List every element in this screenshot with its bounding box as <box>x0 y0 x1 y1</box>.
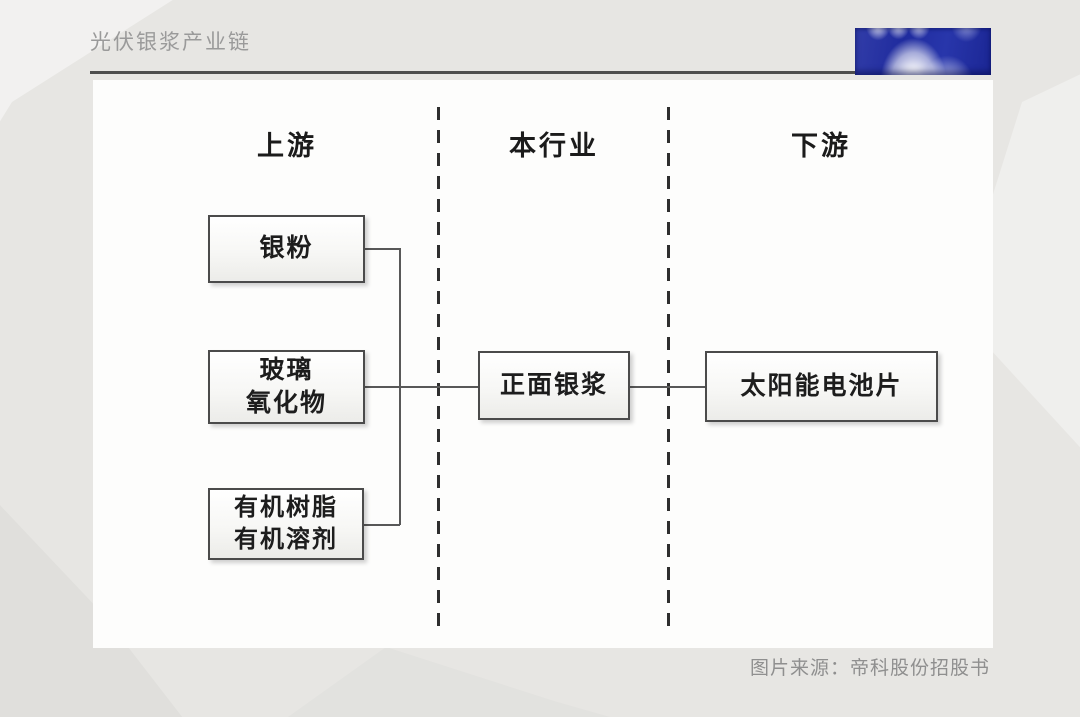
column-header-downstream: 下游 <box>791 131 851 161</box>
node-label: 正面银浆 <box>499 370 608 399</box>
connector-silver-powder <box>365 248 400 250</box>
column-header-upstream: 上游 <box>257 131 317 161</box>
connector-glass-oxide <box>365 386 479 388</box>
connector-organic <box>364 524 400 526</box>
connector-paste-to-cell <box>630 386 705 388</box>
node-glass-oxide: 玻璃 氧化物 <box>208 350 365 424</box>
connector-vertical-bus <box>399 248 401 525</box>
node-label: 玻璃 氧化物 <box>245 355 327 418</box>
column-header-industry: 本行业 <box>509 131 599 161</box>
node-organic-resin-solvent: 有机树脂 有机溶剂 <box>208 488 364 560</box>
column-divider-industry-downstream <box>667 107 670 631</box>
background-facet <box>260 647 680 717</box>
image-source: 图片来源：帝科股份招股书 <box>749 658 990 679</box>
title-divider <box>90 71 991 74</box>
node-label: 有机树脂 有机溶剂 <box>234 493 338 553</box>
node-label: 银粉 <box>259 234 314 263</box>
node-front-side-silver-paste: 正面银浆 <box>478 351 630 420</box>
node-label: 太阳能电池片 <box>740 371 903 400</box>
page-title: 光伏银浆产业链 <box>90 31 251 54</box>
company-logo <box>855 28 991 75</box>
node-silver-powder: 银粉 <box>208 215 365 283</box>
column-divider-upstream-industry <box>437 107 440 631</box>
node-solar-cell: 太阳能电池片 <box>705 351 938 422</box>
diagram-panel: 上游 本行业 下游 银粉 玻璃 氧化物 有机树脂 有机溶剂 正面银浆 太阳能电池… <box>93 80 993 648</box>
